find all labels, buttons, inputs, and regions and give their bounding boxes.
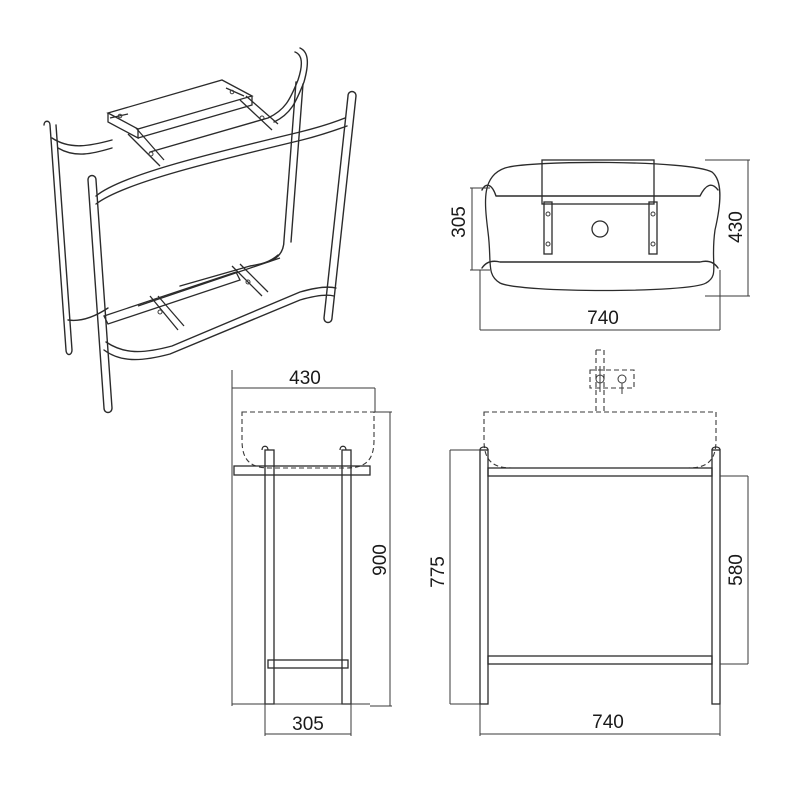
front-height-dimension: 775	[428, 556, 449, 588]
front-frame-height-dimension: 580	[726, 554, 747, 586]
side-front-edge	[261, 445, 269, 451]
front-bottom-rail	[487, 655, 713, 665]
plan-basin-outline	[484, 161, 721, 292]
side-leg-right	[341, 449, 352, 705]
side-leg-left	[264, 449, 275, 705]
side-top-rail	[233, 465, 371, 476]
plan-drain-hole	[591, 220, 609, 238]
plan-rail-bottom	[481, 260, 719, 269]
iso-bottom-bracket	[103, 257, 281, 331]
plan-bracket-left	[543, 201, 553, 255]
front-view: 775 580 740	[428, 349, 749, 736]
side-height-dimension: 900	[370, 544, 391, 576]
plan-view: 740 305 430	[449, 159, 750, 331]
side-basin-outline	[241, 411, 375, 469]
side-bottom-rail	[267, 659, 349, 669]
plan-inner-depth-dimension: 305	[449, 206, 470, 238]
isometric-view	[43, 47, 357, 414]
front-tap-detail	[589, 349, 635, 412]
front-top-rail	[487, 467, 713, 477]
iso-front-frame	[87, 90, 357, 414]
plan-bracket-right	[648, 201, 658, 255]
side-base-width-dimension: 305	[292, 714, 324, 735]
front-basin-outline	[483, 411, 717, 469]
side-view: 430 900 305	[231, 368, 392, 736]
plan-rail-top	[481, 184, 719, 197]
side-depth-dimension: 430	[289, 368, 321, 389]
plan-width-dimension: 740	[587, 308, 619, 329]
front-leg-left	[479, 449, 489, 705]
plan-depth-dimension: 430	[726, 211, 747, 243]
iso-left-frame	[43, 120, 113, 356]
front-leg-right	[711, 449, 721, 705]
plan-back-plate	[541, 159, 655, 205]
front-width-dimension: 740	[592, 712, 624, 733]
iso-top-bracket	[106, 79, 279, 167]
iso-back-frame	[149, 47, 309, 287]
